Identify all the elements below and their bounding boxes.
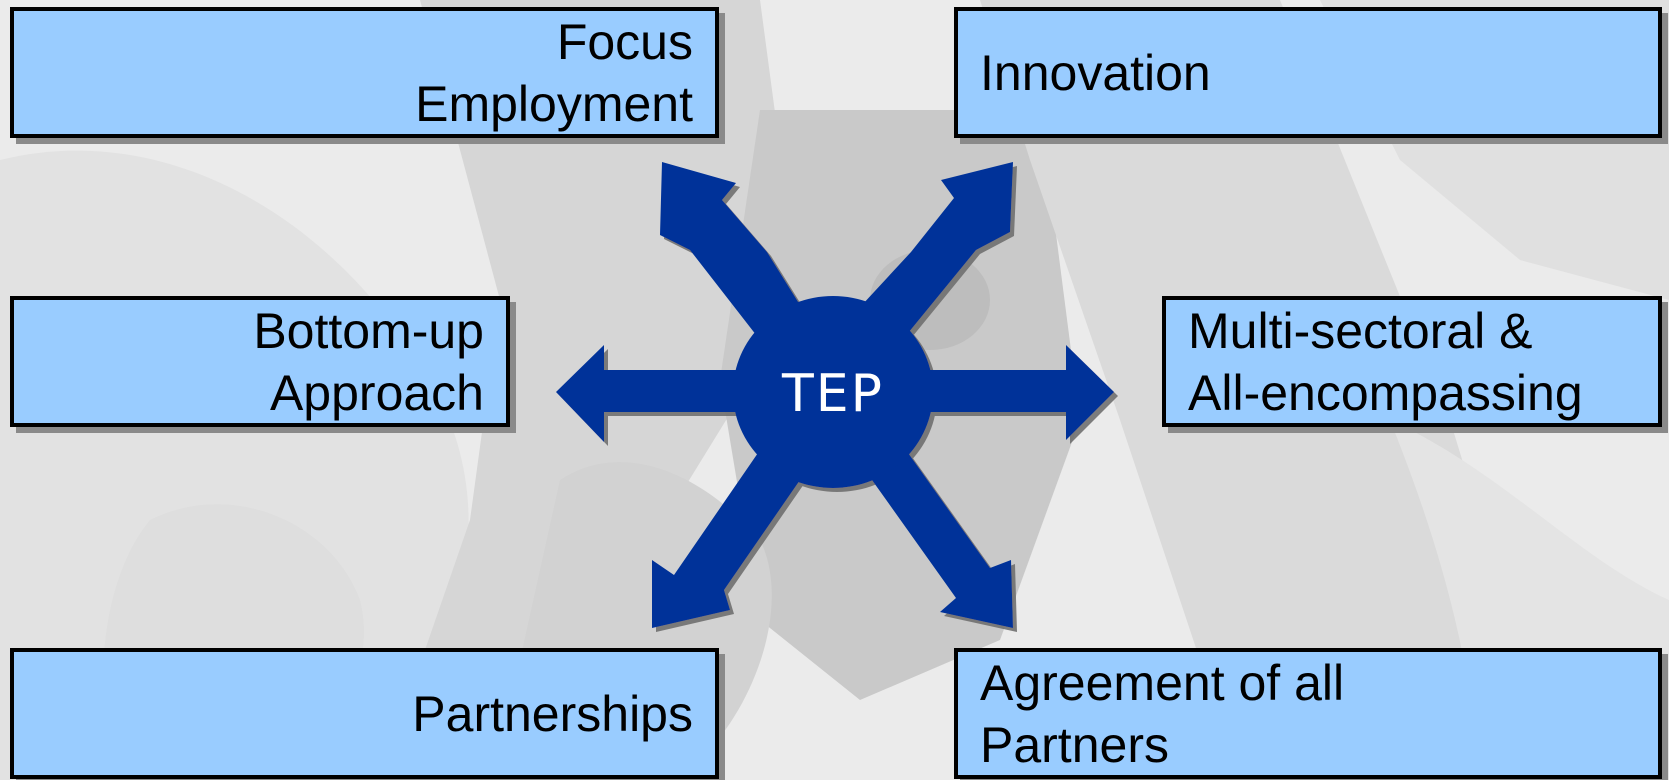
box-agreement-of-all-partners: Agreement of all Partners [954,648,1662,779]
box-focus-employment: Focus Employment [10,7,719,138]
box-partnerships-label: Partnerships [412,685,693,742]
arrow-up-left [660,162,800,340]
arrow-right [920,345,1114,440]
box-bottom-up-approach-label: Bottom-up Approach [253,302,484,421]
box-bottom-up-approach: Bottom-up Approach [10,296,510,427]
box-innovation-label: Innovation [980,44,1211,101]
arrow-down-left [652,450,800,628]
box-innovation: Innovation [954,7,1662,138]
box-partnerships: Partnerships [10,648,719,779]
box-agreement-label: Agreement of all Partners [980,654,1345,773]
hub-label: TEP [781,364,884,424]
box-multi-sectoral-label: Multi-sectoral & All-encompassing [1188,302,1583,421]
arrow-left [556,345,740,442]
arrow-down-right [872,450,1013,628]
box-multi-sectoral: Multi-sectoral & All-encompassing [1162,296,1662,427]
hub-circle [733,296,933,488]
arrow-up-right [862,162,1013,338]
box-focus-employment-label: Focus Employment [415,13,693,132]
